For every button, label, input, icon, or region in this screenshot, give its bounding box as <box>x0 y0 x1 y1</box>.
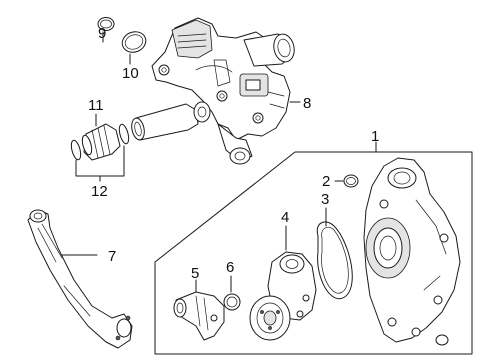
part-11-hose-coupling <box>81 123 121 161</box>
callout-1: 1 <box>371 128 379 145</box>
callout-numbers: 9 10 8 11 12 7 1 2 3 4 5 6 <box>88 25 379 282</box>
callout-11: 11 <box>88 97 104 114</box>
part-4-water-pump <box>249 251 317 341</box>
part-3-gasket <box>316 221 353 300</box>
callout-12: 12 <box>91 183 108 200</box>
part-9-o-ring <box>97 17 115 31</box>
part-5-coolant-fitting <box>173 291 225 341</box>
leader-lines <box>61 31 344 293</box>
callout-4: 4 <box>281 209 289 226</box>
group-1-bracket <box>154 141 473 355</box>
callout-8: 8 <box>303 95 311 112</box>
part-7-coolant-pipe <box>27 209 133 349</box>
callout-9: 9 <box>98 25 106 42</box>
callout-7: 7 <box>108 248 116 265</box>
part-2-o-ring <box>343 174 359 188</box>
callout-10: 10 <box>122 65 139 82</box>
callout-3: 3 <box>321 191 329 208</box>
callout-6: 6 <box>226 259 234 276</box>
part-12-clamps <box>70 123 130 161</box>
part-6-o-ring <box>223 293 241 311</box>
callout-2: 2 <box>322 173 330 190</box>
part-8-thermostat-housing-assembly <box>131 17 295 165</box>
callout-5: 5 <box>191 265 199 282</box>
part-10-seal-ring <box>121 31 147 53</box>
part-1-water-pump-housing <box>363 157 461 346</box>
